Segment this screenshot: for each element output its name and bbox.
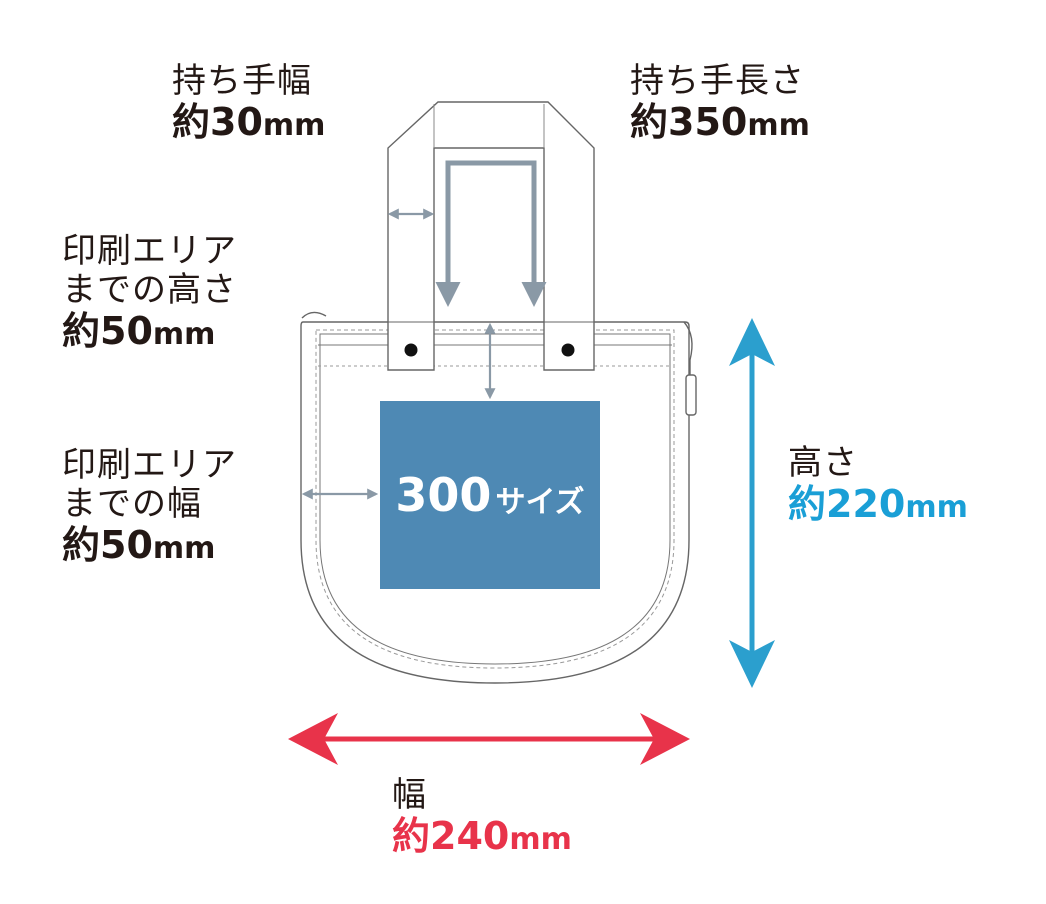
- handle-outline: [387, 101, 595, 371]
- handle-length-unit: mm: [747, 108, 810, 144]
- handle-length-caption: 持ち手長さ: [630, 61, 805, 101]
- zipper-tab: [683, 321, 693, 375]
- height-unit: mm: [905, 490, 968, 526]
- handle-width-label: 持ち手幅 約30mm: [172, 61, 326, 145]
- bag-inner-line: [319, 333, 671, 665]
- handle-width-prefix: 約: [172, 100, 211, 145]
- width-caption: 幅: [392, 775, 427, 815]
- handle-length-arrow: [435, 160, 547, 307]
- width-value: 約240mm: [392, 814, 572, 859]
- print-side-value: 約50mm: [62, 523, 237, 568]
- height-number: 220: [826, 482, 906, 527]
- handle-width-unit: mm: [262, 108, 326, 144]
- handle-length-number: 350: [668, 100, 748, 145]
- print-side-label: 印刷エリア までの幅 約50mm: [62, 445, 237, 568]
- height-prefix: 約: [788, 482, 827, 527]
- print-side-number: 50: [100, 523, 153, 568]
- print-top-unit: mm: [152, 317, 216, 353]
- height-value: 約220mm: [788, 482, 968, 527]
- handle-width-number: 30: [210, 100, 263, 145]
- width-arrow: [288, 713, 690, 765]
- handle-width-value: 約30mm: [172, 100, 326, 145]
- print-side-prefix: 約: [62, 523, 101, 568]
- width-unit: mm: [509, 822, 572, 858]
- handle-length-value: 約350mm: [630, 100, 810, 145]
- print-top-caption-1: 印刷エリア: [62, 231, 237, 271]
- zipper-tab-end: [685, 374, 697, 416]
- print-top-prefix: 約: [62, 309, 101, 354]
- width-label: 幅 約240mm: [392, 775, 572, 859]
- width-number: 240: [430, 814, 510, 859]
- print-top-caption-2: までの高さ: [62, 270, 237, 311]
- handle-length-prefix: 約: [630, 100, 669, 145]
- rivet-left: [404, 343, 418, 357]
- height-label: 高さ 約220mm: [788, 443, 968, 527]
- print-side-caption-2: までの幅: [62, 484, 202, 525]
- rivet-right: [561, 343, 575, 357]
- print-area: [380, 401, 600, 589]
- height-caption: 高さ: [788, 443, 858, 483]
- height-arrow: [729, 318, 775, 688]
- bag-stitch-line: [315, 329, 675, 669]
- print-side-unit: mm: [152, 531, 216, 567]
- handle-length-label: 持ち手長さ 約350mm: [630, 61, 810, 145]
- print-side-caption-1: 印刷エリア: [62, 445, 237, 485]
- width-prefix: 約: [392, 814, 431, 859]
- print-top-label: 印刷エリア までの高さ 約50mm: [62, 231, 237, 354]
- zipper-pull: [301, 311, 327, 319]
- print-top-value: 約50mm: [62, 309, 237, 354]
- print-top-number: 50: [100, 309, 153, 354]
- handle-width-caption: 持ち手幅: [172, 61, 312, 101]
